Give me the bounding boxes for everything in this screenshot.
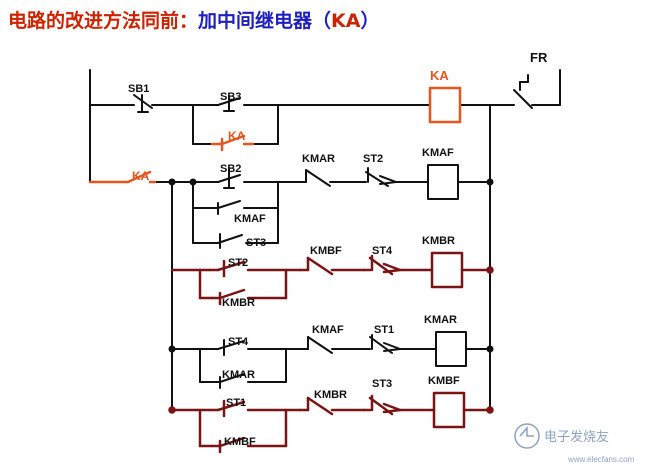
label-fr: FR — [530, 50, 548, 65]
label-st2-rung3: ST2 — [228, 257, 248, 269]
page-title: 电路的改进方法同前：加中间继电器（KA） — [8, 6, 379, 33]
label-st4-rung3: ST4 — [372, 245, 393, 257]
ka-coil — [428, 86, 462, 124]
fr-contact — [507, 74, 561, 109]
label-ka-contact: KA — [132, 169, 150, 183]
rung-5 — [168, 391, 494, 454]
label-sb2: SB2 — [220, 163, 241, 175]
kmbf-coil — [432, 391, 466, 429]
label-st1-rung4: ST1 — [374, 324, 394, 336]
label-st1-rung5: ST1 — [226, 397, 246, 409]
label-kmaf-holding: KMAF — [234, 213, 266, 225]
st4-limit-switch-rung3 — [362, 254, 434, 276]
st1-limit-switch-rung5 — [208, 399, 302, 418]
kmaf-holding-contact — [211, 200, 279, 215]
label-kmbr-coil: KMBR — [422, 235, 455, 247]
kmbr-nc-contact-rung5 — [298, 396, 366, 416]
rung-2 — [89, 104, 494, 411]
junction-dot — [486, 178, 494, 186]
label-st3-rung2: ST3 — [246, 237, 266, 249]
watermark-url: www.elecfans.com — [567, 455, 635, 464]
st3-limit-switch-rung5 — [362, 394, 436, 416]
st2-limit-switch-rung3 — [208, 259, 302, 278]
watermark-logo: 电子发烧友 www.elecfans.com — [514, 423, 635, 464]
st4-limit-switch-rung4 — [209, 339, 301, 356]
label-kmbr-rung5: KMBR — [314, 389, 347, 401]
kmar-coil — [435, 331, 467, 367]
junction-dot — [189, 178, 197, 186]
label-st4-rung4: ST4 — [228, 336, 249, 348]
title-part-3: KA — [331, 10, 361, 32]
label-sb1: SB1 — [128, 83, 149, 95]
title-part-1: 电路的改进方法同前： — [8, 10, 199, 32]
rung-1 — [89, 69, 561, 183]
kmar-nc-contact-rung2 — [297, 169, 361, 187]
watermark-icon — [514, 423, 540, 449]
kmaf-nc-contact-rung4 — [299, 336, 365, 354]
kmbr-holding-contact — [210, 288, 288, 306]
kmbr-coil — [430, 251, 464, 289]
title-part-4: ） — [360, 10, 380, 32]
kmar-holding-contact — [211, 373, 287, 389]
label-ka-holding: KA — [228, 129, 246, 143]
label-kmaf-rung4: KMAF — [312, 324, 344, 336]
st3-limit-switch-rung2 — [211, 233, 279, 249]
kmaf-coil — [427, 164, 459, 200]
sb1-button-contact — [127, 94, 159, 113]
label-st3-rung5: ST3 — [372, 378, 392, 390]
junction-dot — [168, 178, 176, 186]
label-st2-rung2: ST2 — [363, 153, 383, 165]
st1-limit-switch-rung4 — [363, 334, 437, 354]
label-kmbf-coil: KMBF — [428, 375, 460, 387]
label-kmbf-rung3: KMBF — [310, 245, 342, 257]
ka-main-contact — [88, 170, 157, 184]
rung-3 — [170, 251, 494, 306]
kmbf-nc-contact-rung3 — [298, 256, 366, 276]
kmbf-holding-contact — [210, 436, 288, 454]
label-kmar-coil: KMAR — [424, 314, 457, 326]
sb3-button-contact — [211, 95, 251, 112]
component-labels: SB1 SB3 KA KA FR KA SB2 KMAR ST2 KMAF KM… — [128, 50, 548, 448]
sb2-button-contact — [211, 167, 251, 189]
st2-limit-switch-rung2 — [359, 167, 429, 187]
rung-4 — [168, 331, 494, 389]
label-kmbr-holding: KMBR — [222, 297, 255, 309]
title-part-2: 加中间继电器（ — [198, 10, 332, 32]
ka-holding-contact — [210, 134, 255, 152]
label-kmar-holding: KMAR — [222, 369, 255, 381]
label-kmaf-coil: KMAF — [422, 147, 454, 159]
watermark-text: 电子发烧友 — [544, 429, 609, 445]
label-ka-coil: KA — [430, 68, 449, 83]
label-sb3: SB3 — [220, 91, 241, 103]
label-kmar-rung2: KMAR — [302, 153, 335, 165]
label-kmbf-holding: KMBF — [224, 436, 256, 448]
